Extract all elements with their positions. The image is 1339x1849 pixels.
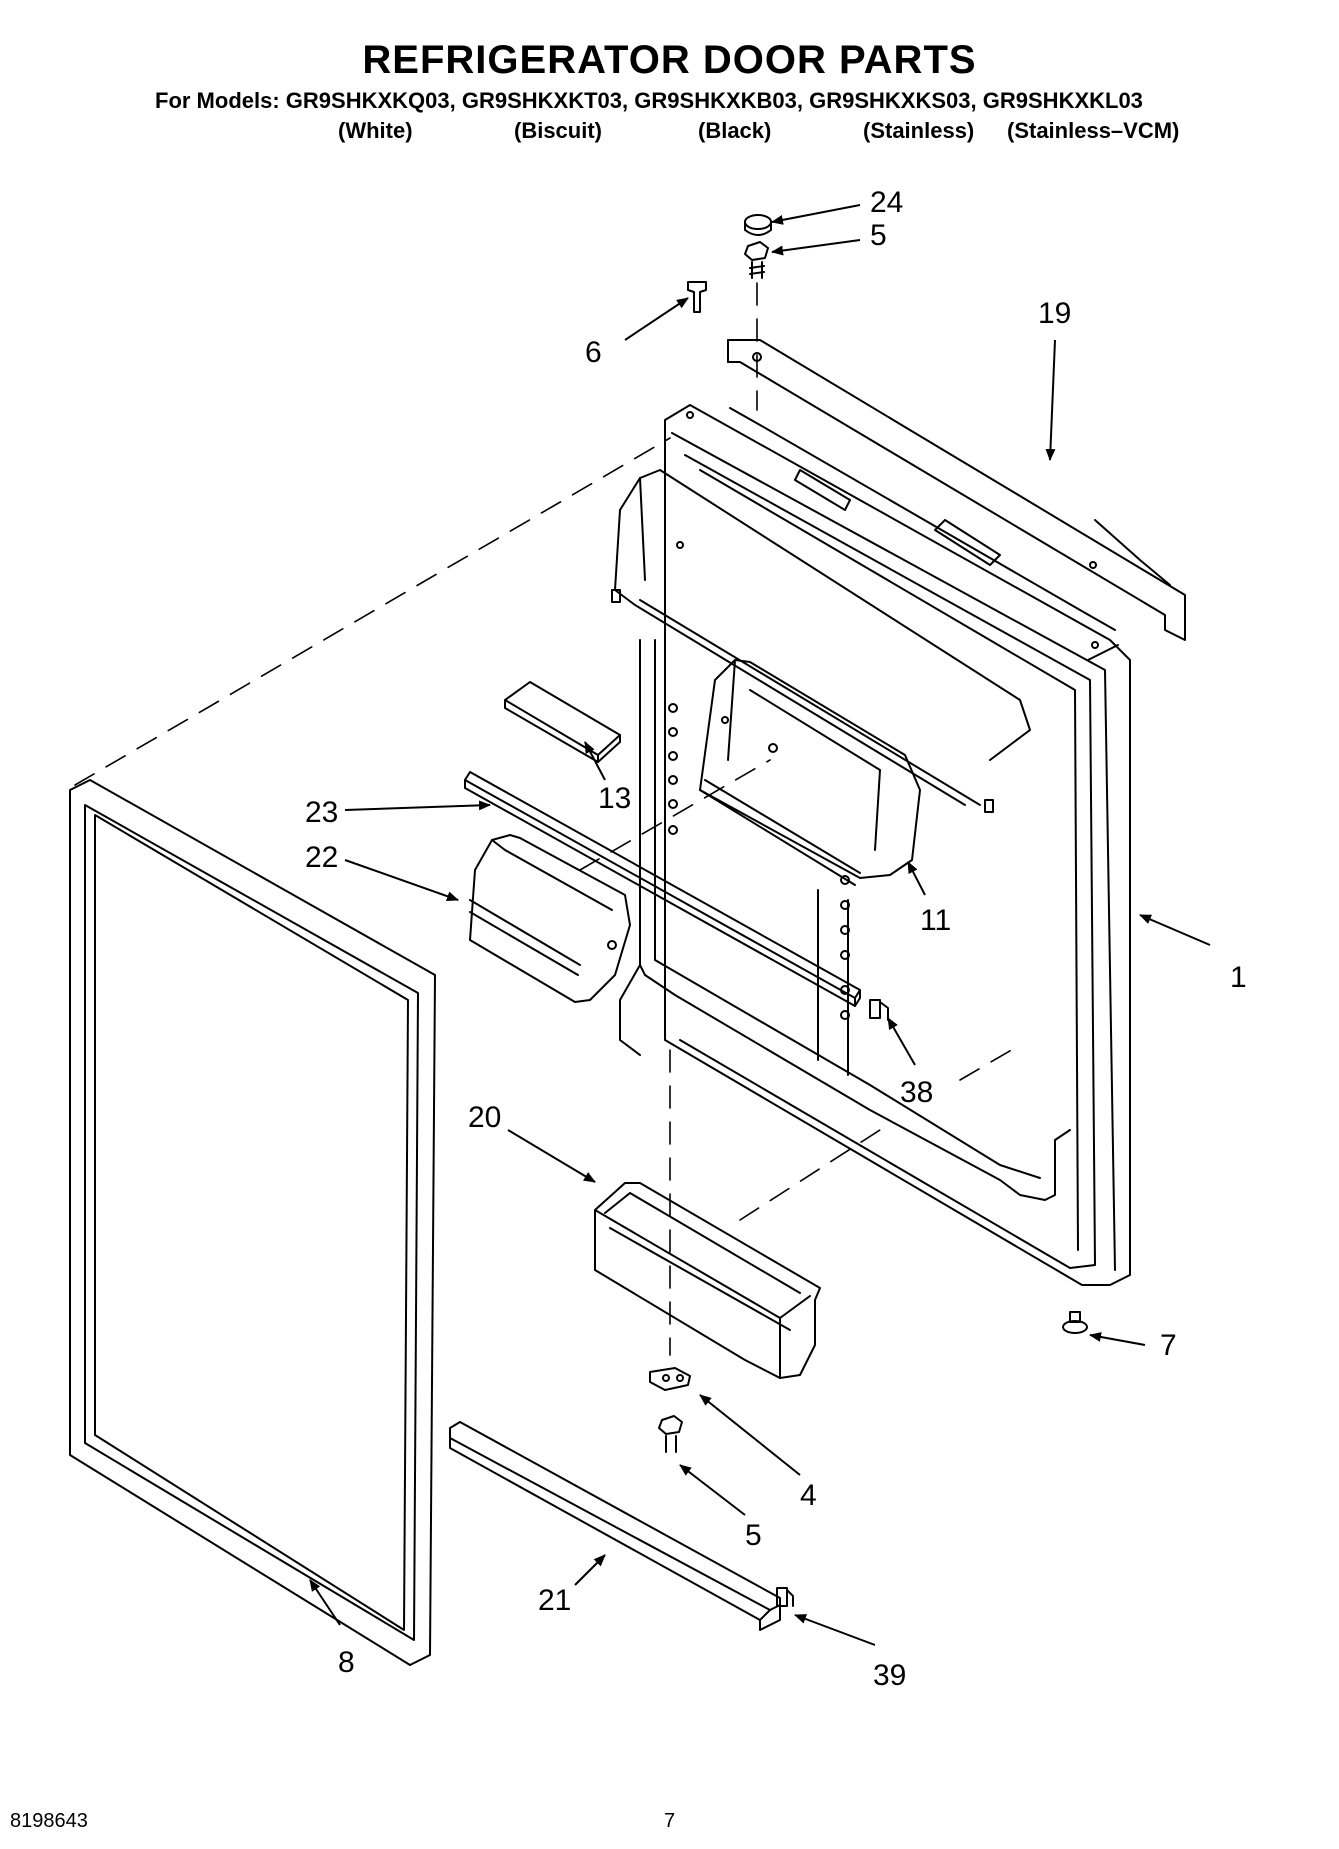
finish-black: (Black) (698, 118, 772, 143)
lower-door-bin (594, 1182, 821, 1379)
finish-stainless-vcm: (Stainless–VCM) (1007, 118, 1180, 143)
callout-20: 20 (468, 1101, 501, 1134)
hinge-cap (744, 214, 772, 236)
callout-4: 4 (800, 1479, 817, 1512)
dairy-compartment (699, 659, 921, 886)
callout-5-lower: 5 (745, 1519, 762, 1552)
callout-23: 23 (305, 796, 338, 829)
top-hinge-cover (727, 339, 1186, 641)
page-title: REFRIGERATOR DOOR PARTS (362, 38, 977, 82)
callout-24: 24 (870, 186, 903, 219)
page-number: 7 (664, 1810, 676, 1832)
model-number: GR9SHKXKS03, (809, 88, 977, 113)
shelf-clip (869, 999, 889, 1021)
end-cap (776, 1587, 794, 1607)
callout-11: 11 (920, 904, 951, 937)
callout-38: 38 (900, 1076, 933, 1109)
finish-biscuit: (Biscuit) (514, 118, 602, 143)
model-number: GR9SHKXKB03, (634, 88, 803, 113)
callout-13: 13 (598, 782, 631, 815)
shelf-rail (464, 771, 861, 1007)
hinge-screw-bottom (658, 1415, 683, 1453)
models-prefix: For Models: (155, 88, 280, 113)
finish-stainless: (Stainless) (863, 118, 975, 143)
door-liner (664, 404, 1131, 1286)
callout-39: 39 (873, 1659, 906, 1692)
assembly-guide-lines (74, 282, 1021, 1356)
leader-lines (309, 204, 1211, 1646)
callout-5: 5 (870, 219, 887, 252)
model-list: For Models: GR9SHKXKQ03, GR9SHKXKT03, GR… (155, 88, 1143, 114)
document-number: 8198643 (10, 1810, 88, 1832)
small-tray (504, 681, 621, 763)
hinge-pin (687, 281, 707, 313)
model-number: GR9SHKXKT03, (461, 88, 629, 113)
model-number: GR9SHKXKQ03, (285, 88, 456, 113)
callout-1: 1 (1230, 961, 1247, 994)
bottom-hinge (649, 1367, 691, 1391)
callout-7: 7 (1160, 1329, 1177, 1362)
callout-8: 8 (338, 1646, 355, 1679)
lower-trim (449, 1421, 781, 1631)
callout-6: 6 (585, 336, 602, 369)
door-stop (1062, 1311, 1088, 1334)
butter-compartment (469, 834, 631, 1003)
inner-door-frame (619, 639, 1071, 1201)
callout-21: 21 (538, 1584, 571, 1617)
door-gasket (69, 779, 436, 1666)
hinge-screw-top (744, 241, 769, 279)
finish-white: (White) (338, 118, 413, 143)
model-number: GR9SHKXKL03 (982, 88, 1143, 113)
upper-door-bin (611, 469, 1031, 813)
callout-22: 22 (305, 841, 338, 874)
callout-19: 19 (1038, 297, 1071, 330)
